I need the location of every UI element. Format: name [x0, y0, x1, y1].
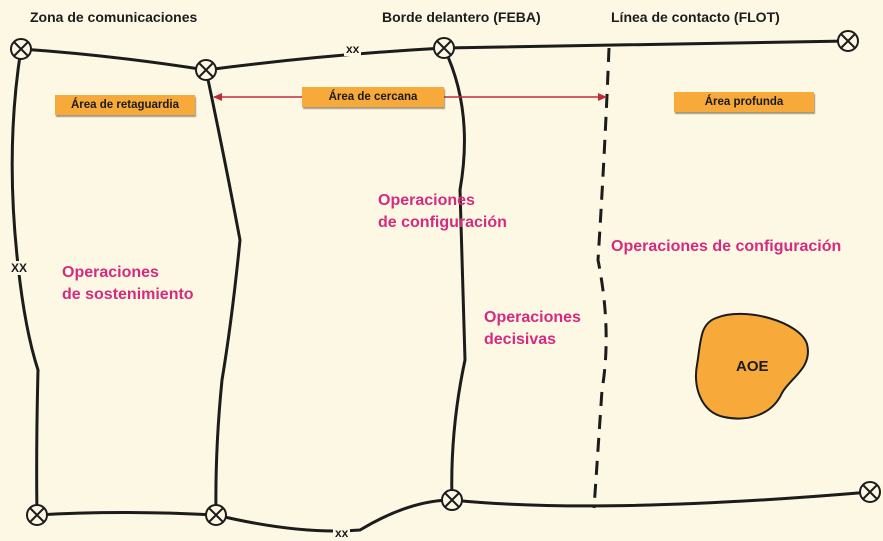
junction-icon — [26, 504, 48, 526]
sustaining-operations-line-1: Operaciones — [62, 264, 159, 281]
feba-line — [442, 47, 467, 501]
junction-icon — [433, 37, 455, 59]
sustaining-operations-line-2: de sostenimiento — [62, 286, 194, 303]
deep-area-box: Área profunda — [674, 92, 814, 112]
sustaining-operations-label: Operaciones de sostenimiento — [62, 262, 194, 306]
rear-area-box: Área de retaguardia — [55, 95, 195, 115]
junction-icon — [859, 481, 881, 503]
decisive-operations-line-2: decisivas — [484, 331, 557, 348]
boundary-marker-left: XX — [9, 261, 30, 275]
shaping-operations-close-line-1: Operaciones — [378, 192, 475, 209]
flot-label: Línea de contacto (FLOT) — [611, 9, 780, 25]
shaping-operations-close-label: Operaciones de configuración — [378, 190, 507, 234]
junction-icon — [10, 38, 32, 60]
junction-icon — [195, 59, 217, 81]
junction-icon — [205, 504, 227, 526]
boundary-marker-top: xx — [344, 42, 362, 56]
junction-icon — [837, 30, 859, 52]
feba-label: Borde delantero (FEBA) — [382, 9, 541, 25]
close-area-box: Área de cercana — [302, 87, 444, 107]
communications-zone-label: Zona de comunicaciones — [30, 9, 198, 25]
bottom-boundary-line — [36, 490, 871, 533]
rear-close-boundary-line — [204, 69, 242, 516]
junction-icon — [441, 489, 463, 511]
decisive-operations-label: Operaciones decisivas — [484, 307, 581, 351]
aoe-label: AOE — [736, 358, 769, 375]
aoe-area-shape — [695, 312, 809, 420]
boundary-marker-bottom: xx — [333, 526, 351, 540]
decisive-operations-line-1: Operaciones — [484, 309, 581, 326]
shaping-operations-deep-label: Operaciones de configuración — [611, 238, 842, 255]
shaping-operations-close-line-2: de configuración — [378, 214, 507, 231]
rear-boundary-line — [10, 48, 40, 516]
flot-line — [592, 47, 611, 509]
